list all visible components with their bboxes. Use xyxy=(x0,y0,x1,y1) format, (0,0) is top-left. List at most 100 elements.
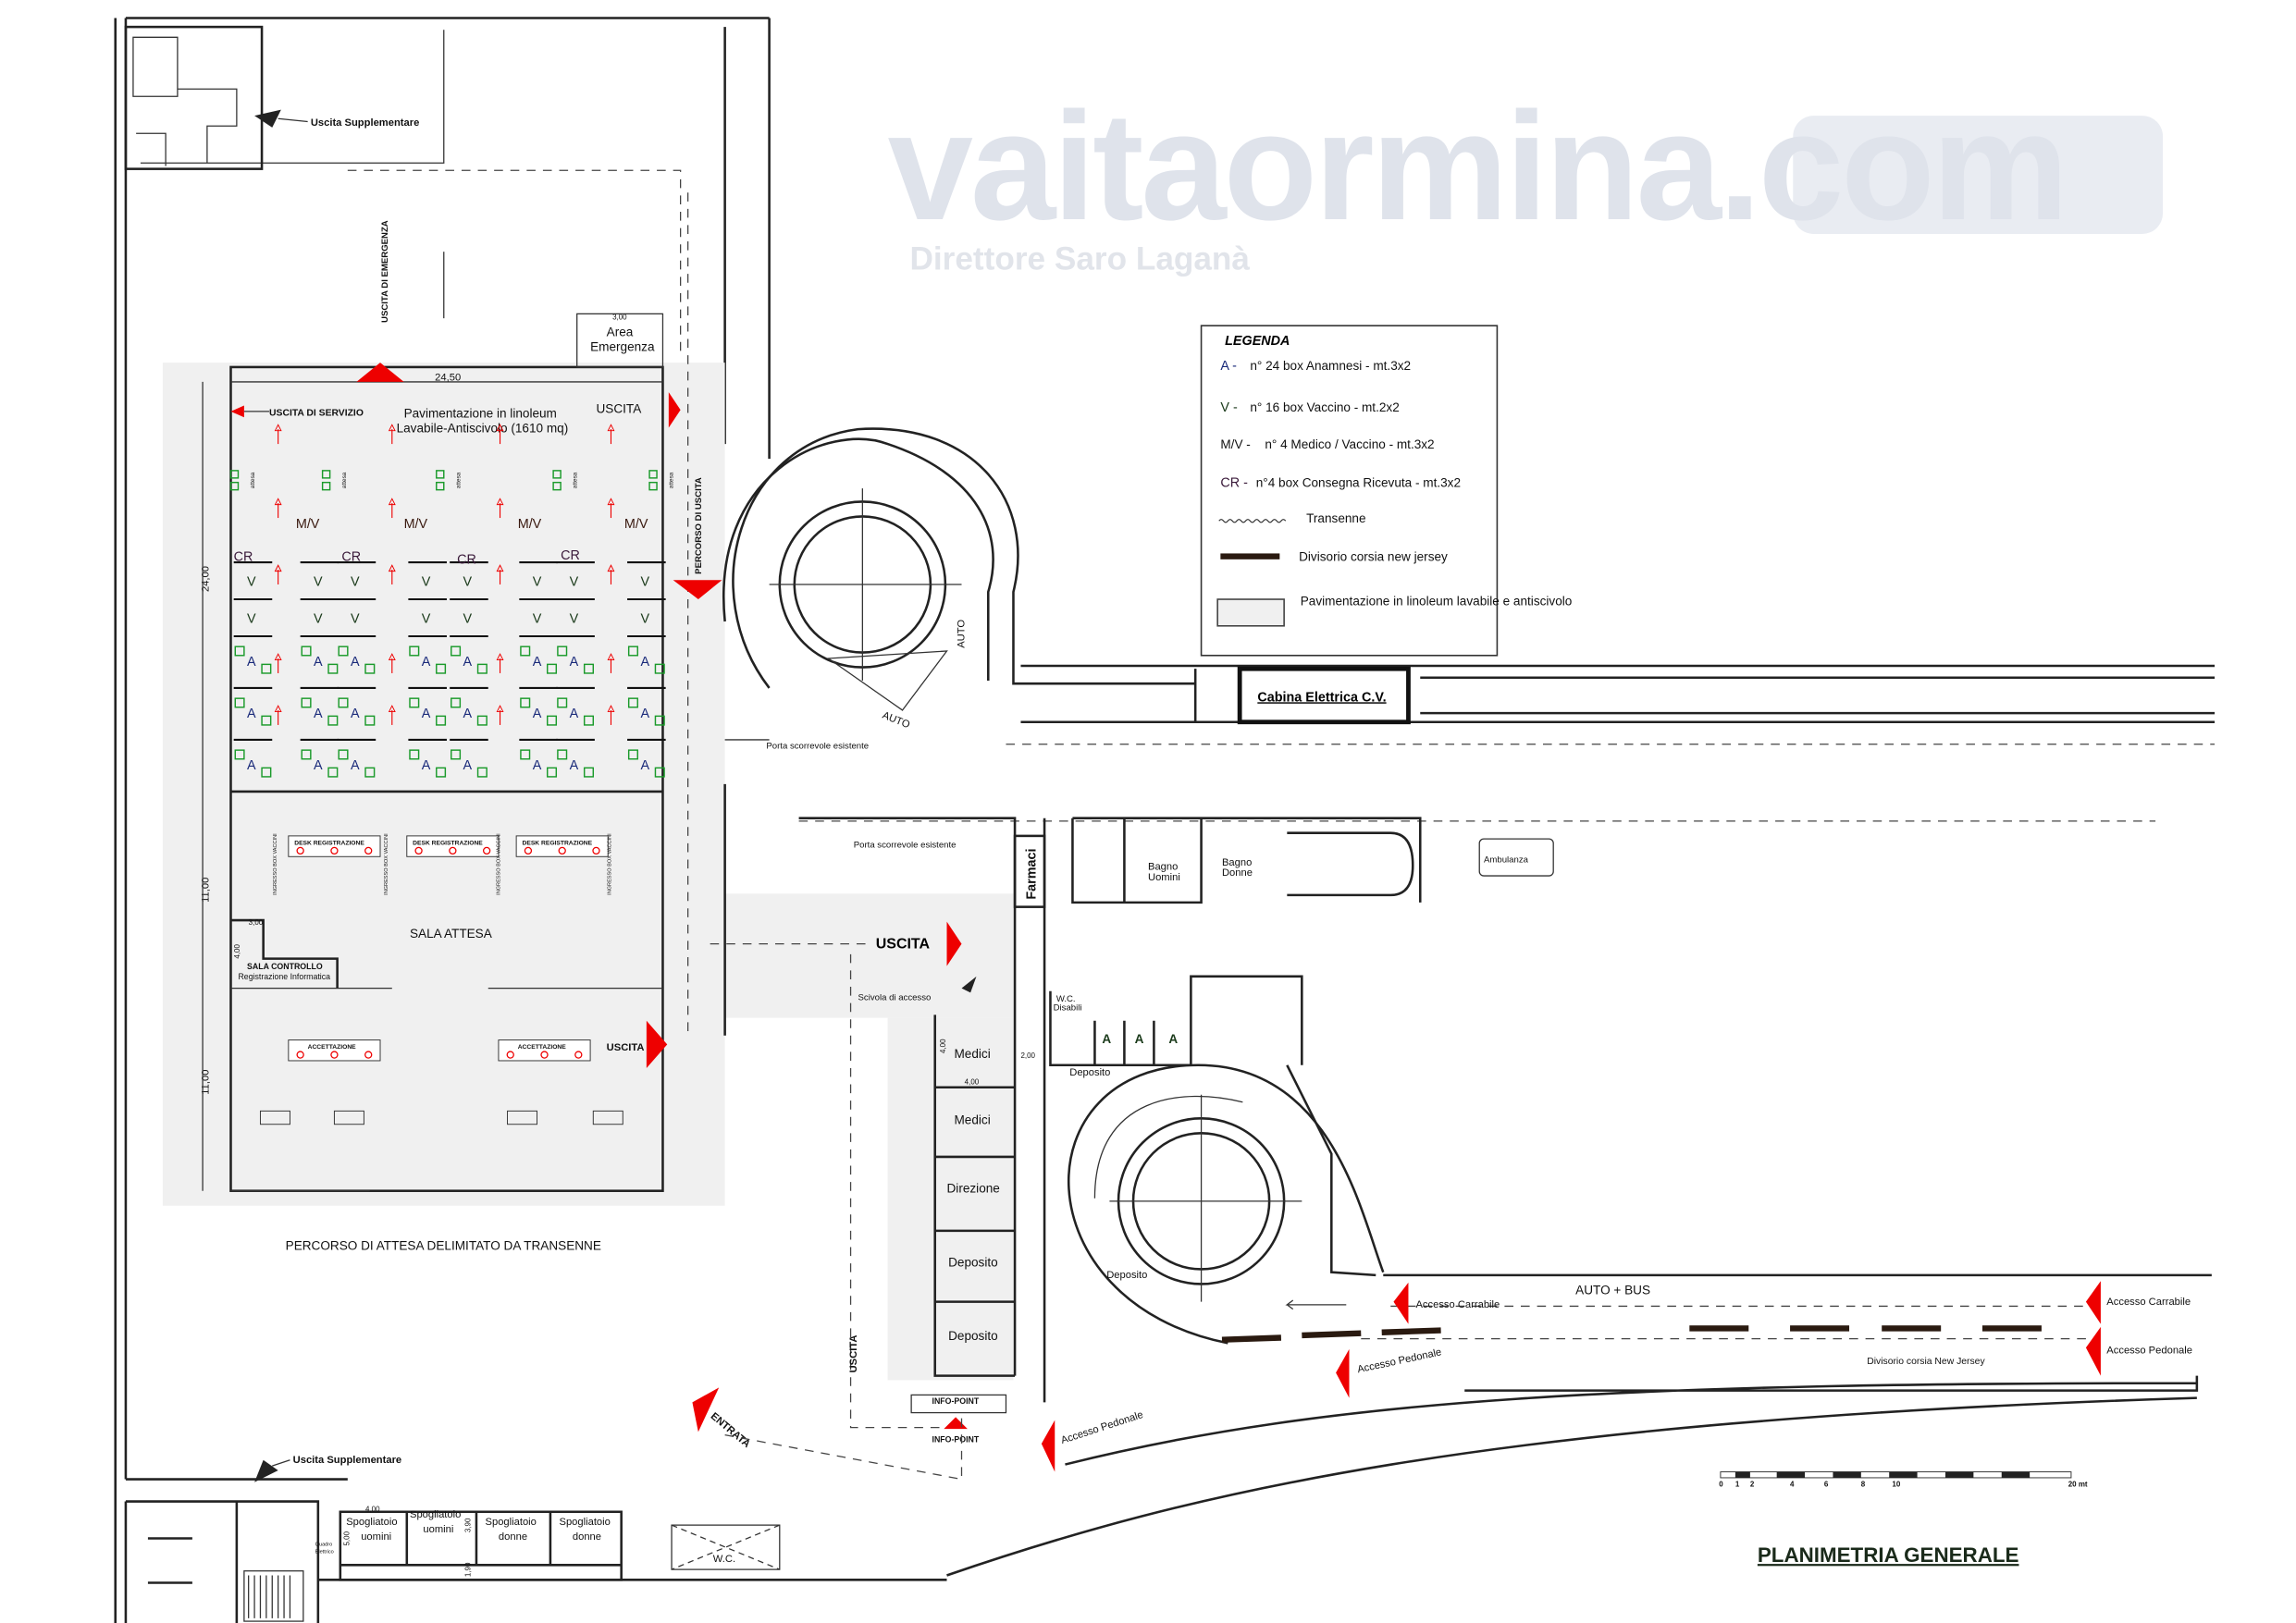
linoleum-area-exit xyxy=(724,893,1014,1018)
chair-icon xyxy=(364,663,376,674)
ingresso-box-label: INGRESSO BOX VACCINI xyxy=(384,833,389,895)
new-jersey-symbol xyxy=(1220,553,1280,559)
legend-text-v: n° 16 box Vaccino - mt.2x2 xyxy=(1250,400,1399,414)
floor-label-1: Pavimentazione in linoleum xyxy=(404,406,557,420)
cabina-label: Cabina Elettrica C.V. xyxy=(1257,690,1386,705)
porta-scorrevole-1: Porta scorrevole esistente xyxy=(766,742,869,752)
desk-seat-icon xyxy=(506,1051,514,1059)
spogliatoi-dim-2: 5,00 xyxy=(342,1531,351,1545)
flow-arrow-head xyxy=(607,653,615,661)
info-point-label: INFO-POINT xyxy=(932,1396,980,1406)
percorso-attesa-label: PERCORSO DI ATTESA DELIMITATO DA TRANSEN… xyxy=(286,1239,601,1253)
spogliatoio-1a: Spogliatoio xyxy=(346,1517,397,1528)
spogliatoi-dim-4: 1,90 xyxy=(464,1562,473,1577)
watermark-brand: vaitaormina.com xyxy=(888,80,2067,252)
accesso-pedonale-arrow-3 xyxy=(1041,1420,1055,1472)
scale-tick-0: 0 xyxy=(1719,1481,1723,1489)
accesso-carrabile-arrow-1 xyxy=(1393,1282,1409,1324)
uscita-big-label: USCITA xyxy=(876,936,931,952)
chair-icon xyxy=(476,767,488,778)
scale-tick-1: 1 xyxy=(1735,1481,1740,1489)
box-cr-label: CR xyxy=(561,548,580,563)
box-vaccino-label: V xyxy=(533,612,542,627)
width-dimension: 24,50 xyxy=(435,372,461,383)
desk-registrazione-label: DESK REGISTRAZIONE xyxy=(523,840,593,846)
exit-arrow-top xyxy=(668,392,681,428)
chair-icon xyxy=(338,749,349,760)
flow-arrow-head xyxy=(274,424,282,432)
box-vaccino-label: V xyxy=(570,575,579,590)
box-vaccino-label: V xyxy=(570,612,579,627)
spogliatoio-2b: uomini xyxy=(423,1524,453,1535)
chair-icon xyxy=(321,470,331,479)
box-vaccino-label: V xyxy=(640,575,649,590)
chair-icon xyxy=(451,697,462,708)
scale-tick-4: 4 xyxy=(1790,1481,1795,1489)
chair-icon xyxy=(261,715,272,726)
drawing-title: PLANIMETRIA GENERALE xyxy=(1758,1543,2019,1567)
desk-seat-icon xyxy=(330,846,339,855)
desk-seat-icon xyxy=(540,1051,549,1059)
chair-icon xyxy=(229,481,240,491)
flow-arrow-head xyxy=(388,498,396,506)
uscita-vertical-label: USCITA xyxy=(848,1335,859,1373)
desk-seat-icon xyxy=(592,846,600,855)
flow-arrow-head xyxy=(496,653,504,661)
chair-icon xyxy=(261,767,272,778)
accesso-pedonale-arrow-1 xyxy=(1336,1348,1350,1398)
legend-key-cr: CR - xyxy=(1220,475,1248,490)
box-mv-label: M/V xyxy=(296,517,320,532)
exit-arrow-right xyxy=(673,580,722,600)
uscita-supplementare-bottom: Uscita Supplementare xyxy=(293,1455,402,1466)
box-vaccino-label: V xyxy=(533,575,542,590)
chair-icon xyxy=(583,715,595,726)
legend-text-cr: n°4 box Consegna Ricevuta - mt.3x2 xyxy=(1256,475,1461,489)
attesa-label: attesa xyxy=(669,472,675,488)
spogliatoi-dim-3: 3,90 xyxy=(464,1518,473,1532)
box-anamnesi-label: A xyxy=(247,707,256,721)
chair-icon xyxy=(627,749,638,760)
quadro-2: Elettrico xyxy=(315,1550,334,1555)
chair-icon xyxy=(234,749,245,760)
transenne-symbol xyxy=(1218,519,1287,523)
uscita-label-top: USCITA xyxy=(596,402,642,416)
deposito-ring-2: Deposito xyxy=(1106,1270,1147,1281)
chair-icon xyxy=(546,767,558,778)
side-rooms: Medici Medici Direzione Deposito Deposit… xyxy=(933,1014,1036,1377)
scale-tick-2: 2 xyxy=(1750,1481,1755,1489)
box-cr-label: CR xyxy=(341,549,361,564)
quadro-1: Quadro xyxy=(315,1543,333,1548)
chair-icon xyxy=(436,715,447,726)
auto-label-2: AUTO xyxy=(881,710,911,732)
chair-icon xyxy=(436,481,445,491)
box-anamnesi-label: A xyxy=(570,655,579,670)
box-a-2: A xyxy=(1135,1032,1144,1046)
flow-arrow-head xyxy=(607,498,615,506)
bottom-building: Spogliatoio uomini Spogliatoio uomini Sp… xyxy=(124,1478,947,1623)
attesa-label: attesa xyxy=(250,472,256,488)
waiting-bench xyxy=(507,1110,537,1125)
box-anamnesi-label: A xyxy=(533,707,542,721)
flow-arrow-head xyxy=(274,705,282,713)
accesso-carrabile-1: Accesso Carrabile xyxy=(1415,1299,1500,1310)
box-vaccino-label: V xyxy=(422,612,431,627)
chair-icon xyxy=(364,767,376,778)
auto-bus-label: AUTO + BUS xyxy=(1575,1284,1650,1297)
auto-label-1: AUTO xyxy=(957,620,968,648)
chair-icon xyxy=(654,767,665,778)
flow-arrow-head xyxy=(607,424,615,432)
uscita-supplementare-arrow-top xyxy=(254,109,281,128)
chair-icon xyxy=(327,767,339,778)
box-anamnesi-label: A xyxy=(640,655,649,670)
flow-arrow-head xyxy=(274,498,282,506)
divisorio-label: Divisorio corsia New Jersey xyxy=(1867,1357,1985,1367)
desk-registrazione xyxy=(515,835,609,857)
accesso-pedonale-3: Accesso Pedonale xyxy=(1059,1409,1144,1446)
box-vaccino-label: V xyxy=(351,612,360,627)
box-vaccino-label: V xyxy=(640,612,649,627)
scale-tick-6: 6 xyxy=(1824,1481,1829,1489)
box-anamnesi-label: A xyxy=(422,655,431,670)
height-dimension-3: 11,00 xyxy=(200,1070,211,1095)
chair-icon xyxy=(557,749,568,760)
